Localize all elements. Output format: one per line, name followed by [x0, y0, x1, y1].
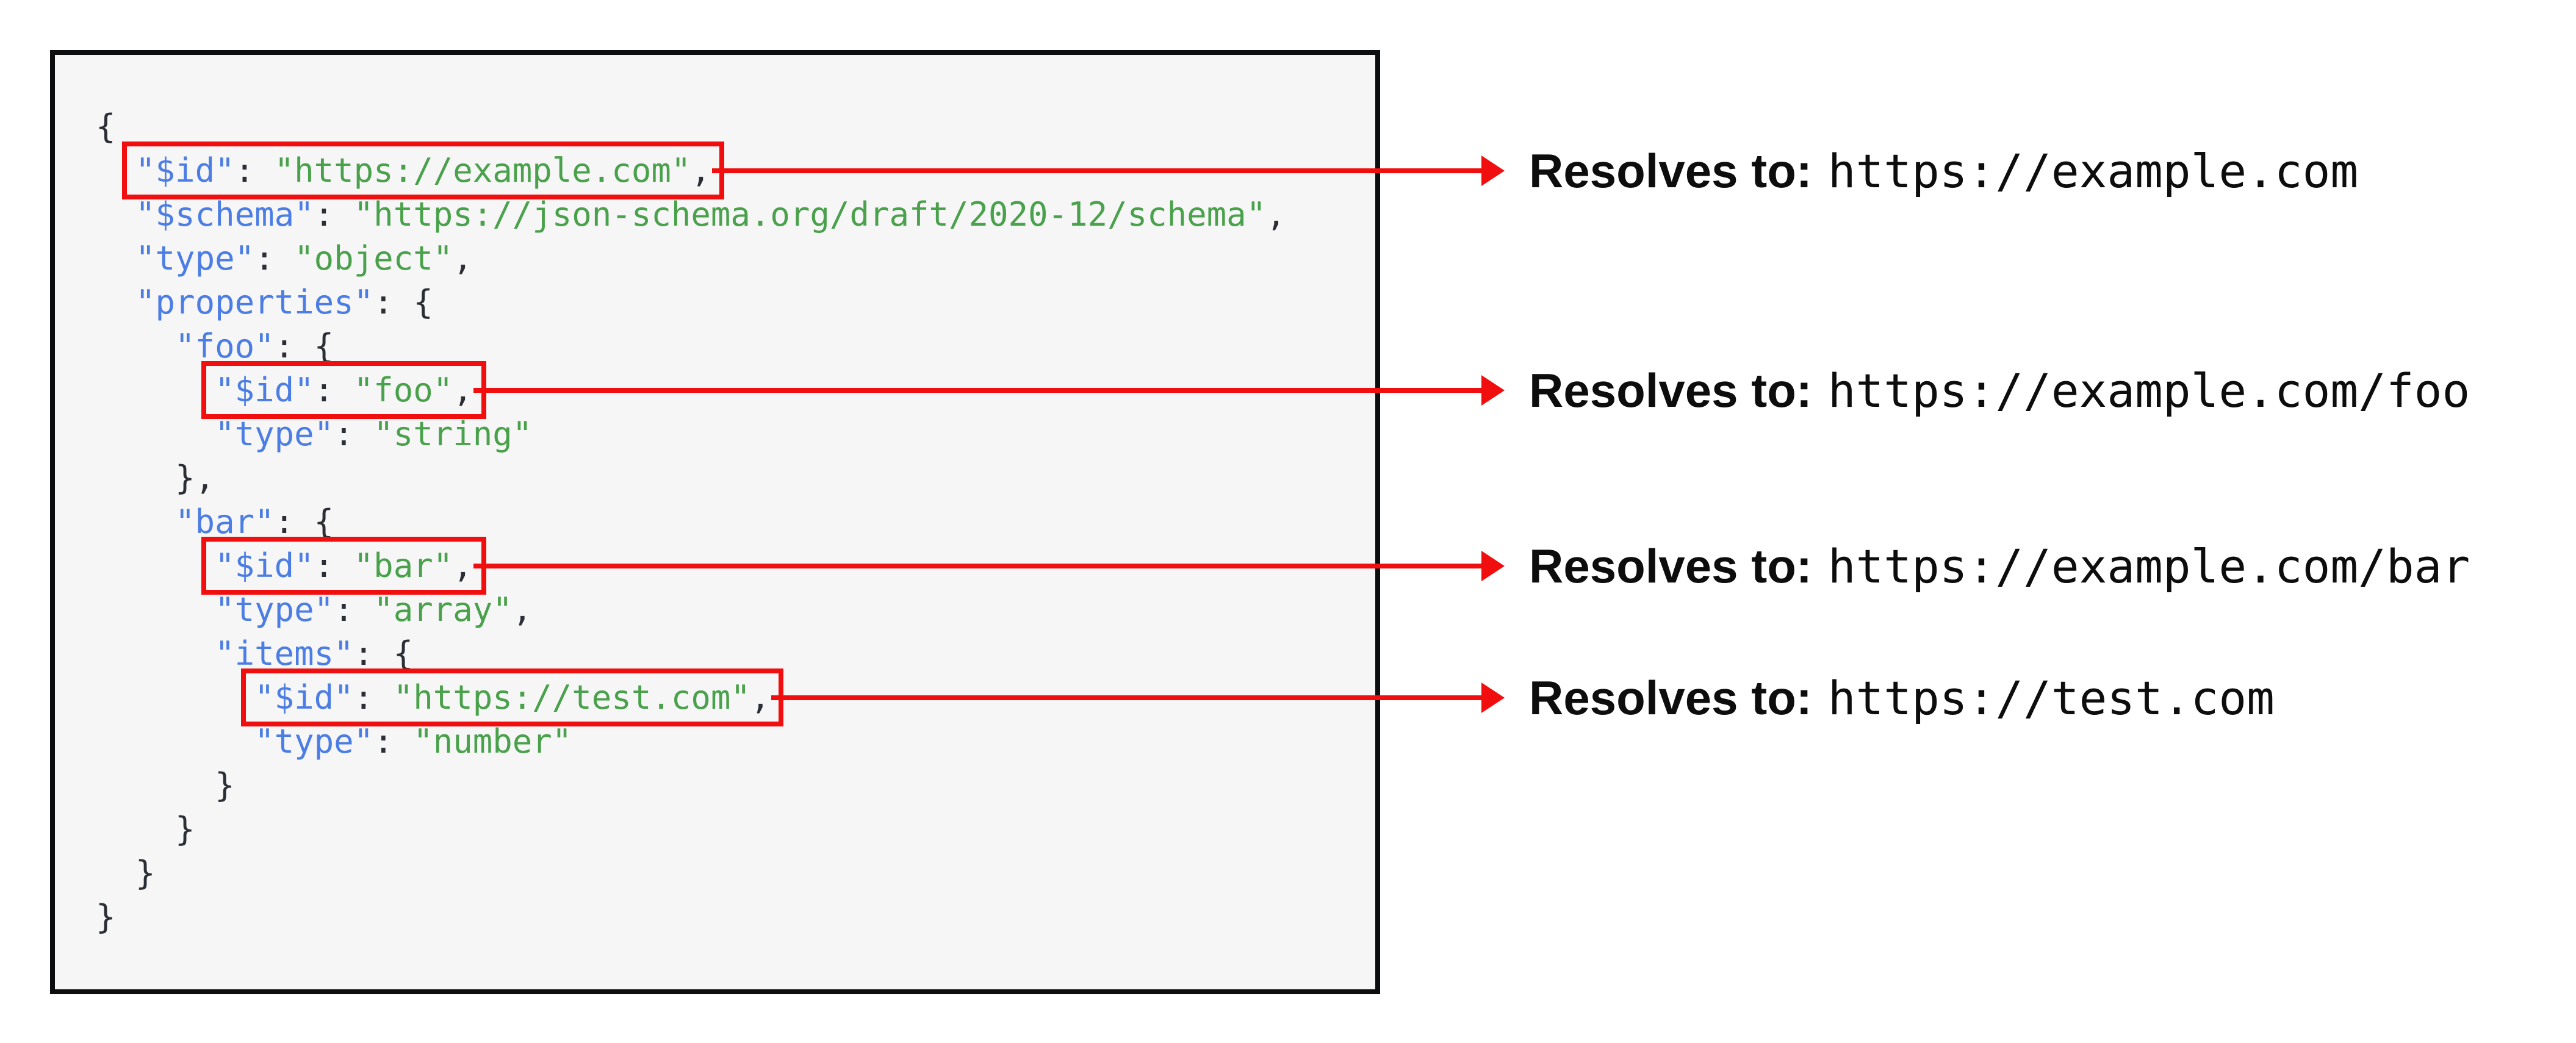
- resolve-arrow-line: [712, 168, 1483, 173]
- code-token-pun: : {: [353, 634, 414, 673]
- code-token-pun: :: [373, 722, 414, 761]
- code-token-pun: : {: [274, 503, 334, 541]
- code-line: "bar": {: [96, 500, 1286, 544]
- code-line: "type": "number": [96, 720, 1286, 764]
- resolves-to-annotation: Resolves to: https://test.com: [1529, 666, 2275, 729]
- code-token-key: "foo": [175, 327, 275, 365]
- resolve-arrow-line: [771, 695, 1483, 700]
- resolves-to-annotation: Resolves to: https://example.com: [1529, 139, 2358, 203]
- code-line: "$id": "foo",: [96, 361, 1286, 419]
- arrowhead-icon: [1481, 375, 1505, 406]
- code-token-key: "type": [135, 239, 255, 278]
- code-token-str: "bar": [353, 547, 453, 585]
- resolved-url: https://example.com/bar: [1827, 539, 2470, 593]
- code-token-pun: }: [175, 810, 195, 848]
- code-line: {: [96, 105, 1286, 149]
- code-token-pun: },: [175, 459, 215, 497]
- arrowhead-icon: [1481, 156, 1505, 186]
- code-token-pun: :: [334, 590, 374, 629]
- code-token-pun: ,: [453, 371, 473, 409]
- code-line: "$schema": "https://json-schema.org/draf…: [96, 193, 1286, 237]
- resolves-to-annotation: Resolves to: https://example.com/foo: [1529, 359, 2470, 422]
- code-token-pun: :: [254, 239, 295, 278]
- code-token-str: "https://test.com": [393, 678, 750, 717]
- code-token-pun: :: [314, 371, 354, 409]
- code-token-key: "$id": [215, 371, 314, 409]
- resolves-to-label: Resolves to:: [1529, 670, 1812, 725]
- code-token-pun: :: [353, 678, 394, 717]
- code-token-pun: :: [234, 151, 275, 190]
- code-token-key: "items": [215, 634, 354, 673]
- code-token-str: "string": [373, 415, 533, 453]
- code-token-pun: }: [215, 766, 235, 805]
- code-token-key: "$id": [215, 547, 314, 585]
- code-token-pun: : {: [274, 327, 334, 365]
- code-line: "type": "object",: [96, 237, 1286, 281]
- resolves-to-label: Resolves to:: [1529, 363, 1812, 417]
- code-line: }: [96, 851, 1286, 895]
- code-token-pun: : {: [373, 283, 433, 321]
- code-token-pun: ,: [453, 547, 473, 585]
- code-token-key: "$id": [254, 678, 354, 717]
- code-token-pun: :: [334, 415, 374, 453]
- code-token-pun: :: [314, 195, 354, 234]
- resolve-arrow-line: [473, 564, 1483, 568]
- code-token-key: "$id": [135, 151, 235, 190]
- code-token-str: "https://example.com": [274, 151, 691, 190]
- code-token-key: "type": [215, 415, 334, 453]
- code-line: "properties": {: [96, 281, 1286, 324]
- code-token-str: "array": [373, 590, 513, 629]
- code-line: "type": "string": [96, 412, 1286, 456]
- resolved-url: https://test.com: [1827, 670, 2275, 725]
- json-schema-code-panel: { "$id": "https://example.com", "$schema…: [50, 50, 1380, 994]
- code-token-str: "https://json-schema.org/draft/2020-12/s…: [353, 195, 1267, 234]
- id-highlight-box: "$id": "https://test.com",: [241, 668, 784, 726]
- code-token-str: "number": [413, 722, 572, 761]
- code-token-pun: }: [135, 854, 156, 892]
- code-line: }: [96, 808, 1286, 851]
- id-highlight-box: "$id": "https://example.com",: [122, 142, 724, 199]
- code-token-key: "type": [254, 722, 374, 761]
- code-line: "items": {: [96, 632, 1286, 676]
- code-line: "$id": "bar",: [96, 537, 1286, 595]
- code-token-key: "properties": [135, 283, 374, 321]
- resolved-url: https://example.com: [1827, 143, 2359, 198]
- resolved-url: https://example.com/foo: [1827, 363, 2470, 418]
- code-line: },: [96, 456, 1286, 500]
- code-token-pun: :: [314, 547, 354, 585]
- resolve-arrow-line: [473, 388, 1483, 393]
- code-token-key: "type": [215, 590, 334, 629]
- code-token-str: "object": [294, 239, 453, 278]
- code-token-pun: ,: [512, 590, 533, 629]
- code-line: "type": "array",: [96, 588, 1286, 632]
- code-token-pun: ,: [1266, 195, 1286, 234]
- code-block: { "$id": "https://example.com", "$schema…: [96, 105, 1286, 939]
- code-token-pun: {: [96, 107, 116, 146]
- arrowhead-icon: [1481, 551, 1505, 581]
- id-highlight-box: "$id": "foo",: [201, 361, 486, 419]
- code-token-key: "$schema": [135, 195, 314, 234]
- code-token-pun: }: [96, 898, 116, 936]
- resolves-to-label: Resolves to:: [1529, 539, 1812, 593]
- code-token-key: "bar": [175, 503, 275, 541]
- code-token-pun: ,: [691, 151, 711, 190]
- code-line: "foo": {: [96, 324, 1286, 368]
- code-line: "$id": "https://example.com",: [96, 142, 1286, 199]
- code-line: "$id": "https://test.com",: [96, 668, 1286, 726]
- id-highlight-box: "$id": "bar",: [201, 537, 486, 595]
- code-token-pun: ,: [453, 239, 473, 278]
- resolves-to-label: Resolves to:: [1529, 143, 1812, 198]
- code-line: }: [96, 764, 1286, 808]
- code-line: }: [96, 895, 1286, 939]
- code-token-str: "foo": [353, 371, 453, 409]
- arrowhead-icon: [1481, 683, 1505, 713]
- resolves-to-annotation: Resolves to: https://example.com/bar: [1529, 534, 2470, 598]
- code-token-pun: ,: [750, 678, 771, 717]
